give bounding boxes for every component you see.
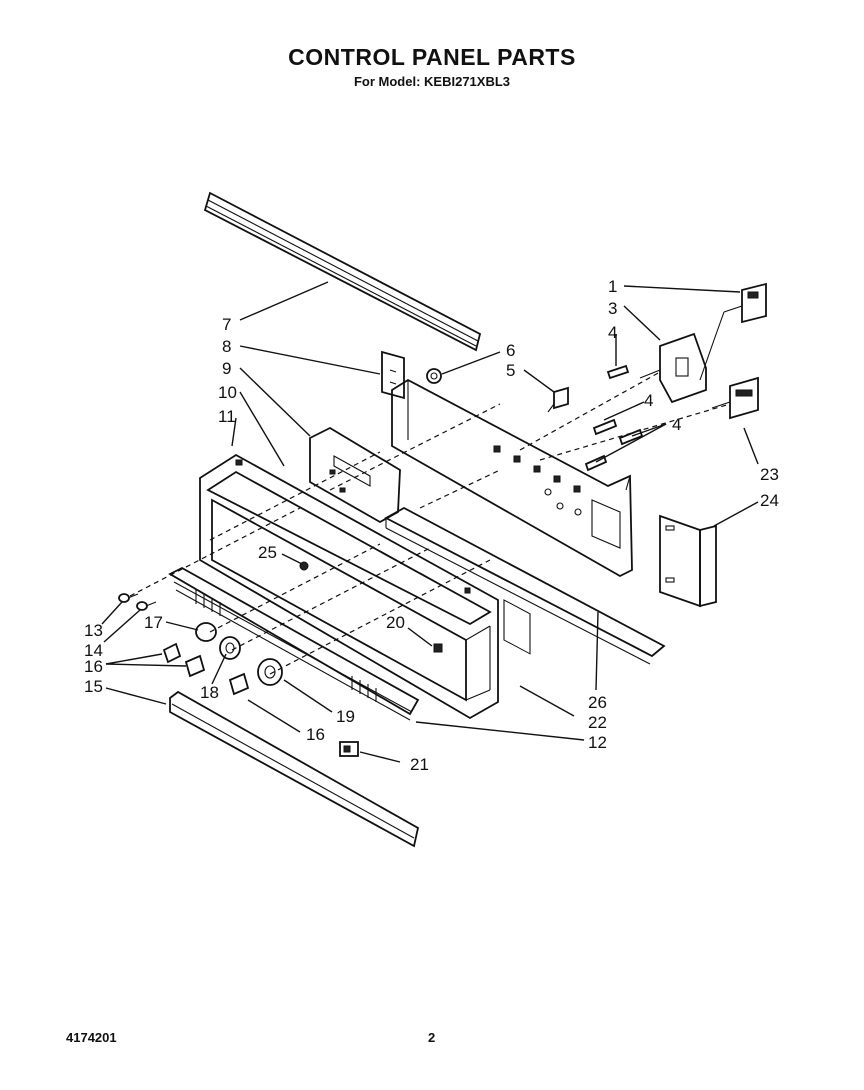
callout-8: 8 bbox=[222, 337, 231, 356]
callout-10: 10 bbox=[218, 383, 237, 402]
callout-19: 19 bbox=[336, 707, 355, 726]
callout-13: 13 bbox=[84, 621, 103, 640]
part-11-panel-frame bbox=[199, 453, 499, 720]
part-23-connector bbox=[711, 376, 759, 420]
callout-23: 23 bbox=[760, 465, 779, 484]
page-title: CONTROL PANEL PARTS bbox=[288, 44, 576, 70]
part-1-switch bbox=[699, 282, 767, 381]
part-8-bracket bbox=[381, 350, 405, 400]
callout-labels: 1 3 4 4 4 5 6 7 8 9 10 11 12 13 14 15 16… bbox=[84, 277, 779, 774]
callout-14: 14 bbox=[84, 641, 103, 660]
callout-15: 15 bbox=[84, 677, 103, 696]
callout-11: 11 bbox=[218, 407, 236, 426]
leader-lines bbox=[101, 281, 759, 763]
part-12-front-rail bbox=[168, 566, 420, 721]
callout-3: 3 bbox=[608, 299, 617, 318]
part-13-screw bbox=[118, 593, 139, 603]
page-number: 2 bbox=[428, 1030, 436, 1045]
part-18-dial bbox=[219, 636, 241, 660]
callout-17: 17 bbox=[144, 613, 163, 632]
callout-7: 7 bbox=[222, 315, 231, 334]
callout-21: 21 bbox=[410, 755, 429, 774]
callout-24: 24 bbox=[760, 491, 779, 510]
document-number: 4174201 bbox=[66, 1030, 117, 1045]
part-21-connector bbox=[339, 741, 359, 757]
part-9-display-board bbox=[309, 426, 401, 524]
part-14-screw bbox=[136, 601, 157, 611]
callout-6: 6 bbox=[506, 341, 515, 360]
part-24-side-bracket bbox=[659, 514, 717, 608]
model-subtitle: For Model: KEBI271XBL3 bbox=[353, 74, 511, 89]
callout-4a: 4 bbox=[608, 323, 617, 342]
part-6-nut bbox=[426, 368, 442, 384]
callout-25: 25 bbox=[258, 543, 277, 562]
callout-9: 9 bbox=[222, 359, 231, 378]
part-15-bottom-trim bbox=[169, 690, 420, 848]
callout-4b: 4 bbox=[644, 391, 653, 410]
callout-12: 12 bbox=[588, 733, 607, 752]
assembly-lines bbox=[129, 371, 731, 675]
callout-5: 5 bbox=[506, 361, 515, 380]
part-4-shafts bbox=[584, 364, 644, 472]
callout-16b: 16 bbox=[306, 725, 325, 744]
callout-4c: 4 bbox=[672, 415, 681, 434]
callout-20: 20 bbox=[386, 613, 405, 632]
callout-22: 22 bbox=[588, 713, 607, 732]
callout-18: 18 bbox=[200, 683, 219, 702]
part-17-washer bbox=[195, 622, 217, 642]
part-26-rear-panel bbox=[391, 378, 633, 578]
part-19-dial-ring bbox=[257, 658, 283, 686]
callout-16a: 16 bbox=[84, 657, 103, 676]
part-20-clip bbox=[433, 643, 443, 653]
callout-1: 1 bbox=[608, 277, 617, 296]
part-16-knobs bbox=[162, 642, 250, 696]
part-3-selector-switch bbox=[639, 332, 707, 404]
part-5-clip bbox=[547, 386, 569, 413]
part-22-lower-tray bbox=[384, 506, 666, 665]
part-7-top-trim bbox=[203, 191, 482, 352]
callout-26: 26 bbox=[588, 693, 607, 712]
